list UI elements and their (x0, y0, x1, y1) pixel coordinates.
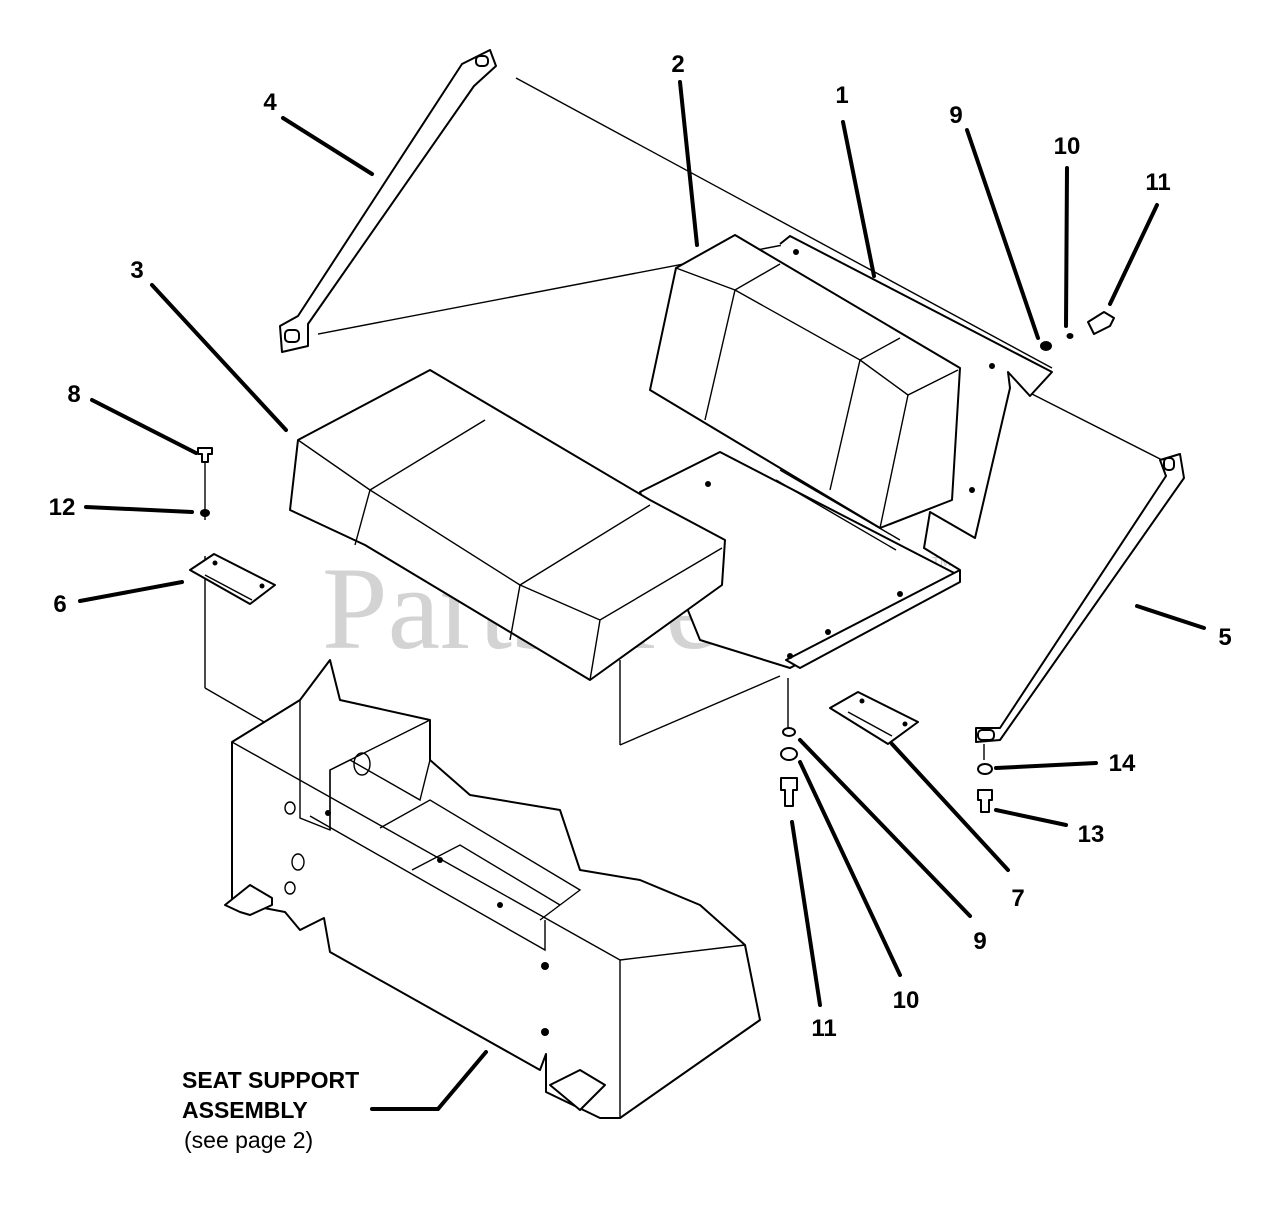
hardware-upper-right (1040, 311, 1115, 351)
callout-10-top: 10 (1054, 133, 1081, 160)
callout-11-bottom: 11 (811, 1015, 836, 1042)
seat-support-frame (224, 659, 761, 1119)
callout-9-top: 9 (949, 102, 962, 129)
leader-lines (78, 80, 1206, 1111)
note-line-3: (see page 2) (184, 1127, 313, 1153)
note-line-1: SEAT SUPPORT (182, 1067, 359, 1093)
callout-7: 7 (1011, 885, 1024, 912)
hardware-right-bolt-washer (977, 763, 993, 813)
callout-4: 4 (263, 89, 277, 116)
callout-14: 14 (1109, 750, 1136, 777)
callout-11-top: 11 (1145, 169, 1170, 196)
callout-9-bottom: 9 (973, 928, 986, 955)
part-6-left-hinge (189, 553, 276, 605)
callout-12: 12 (49, 494, 76, 521)
note-line-2: ASSEMBLY (182, 1097, 308, 1123)
hardware-lower-center (780, 727, 798, 807)
assembly-lines (204, 77, 1169, 761)
part-5-right-strap (975, 453, 1185, 743)
callout-13: 13 (1078, 821, 1105, 848)
callout-1: 1 (835, 82, 848, 109)
callout-5: 5 (1218, 624, 1231, 651)
callout-8: 8 (67, 381, 80, 408)
part-7-right-hinge (829, 691, 919, 745)
part-2-seat-back (649, 234, 961, 529)
callout-3: 3 (130, 257, 143, 284)
callout-10-bottom: 10 (893, 987, 920, 1014)
part-3-seat-cushion (289, 369, 726, 681)
hardware-left-bolt-washer (197, 447, 213, 517)
callout-2: 2 (671, 51, 684, 78)
callout-6: 6 (53, 591, 66, 618)
part-4-left-strap (279, 49, 497, 353)
